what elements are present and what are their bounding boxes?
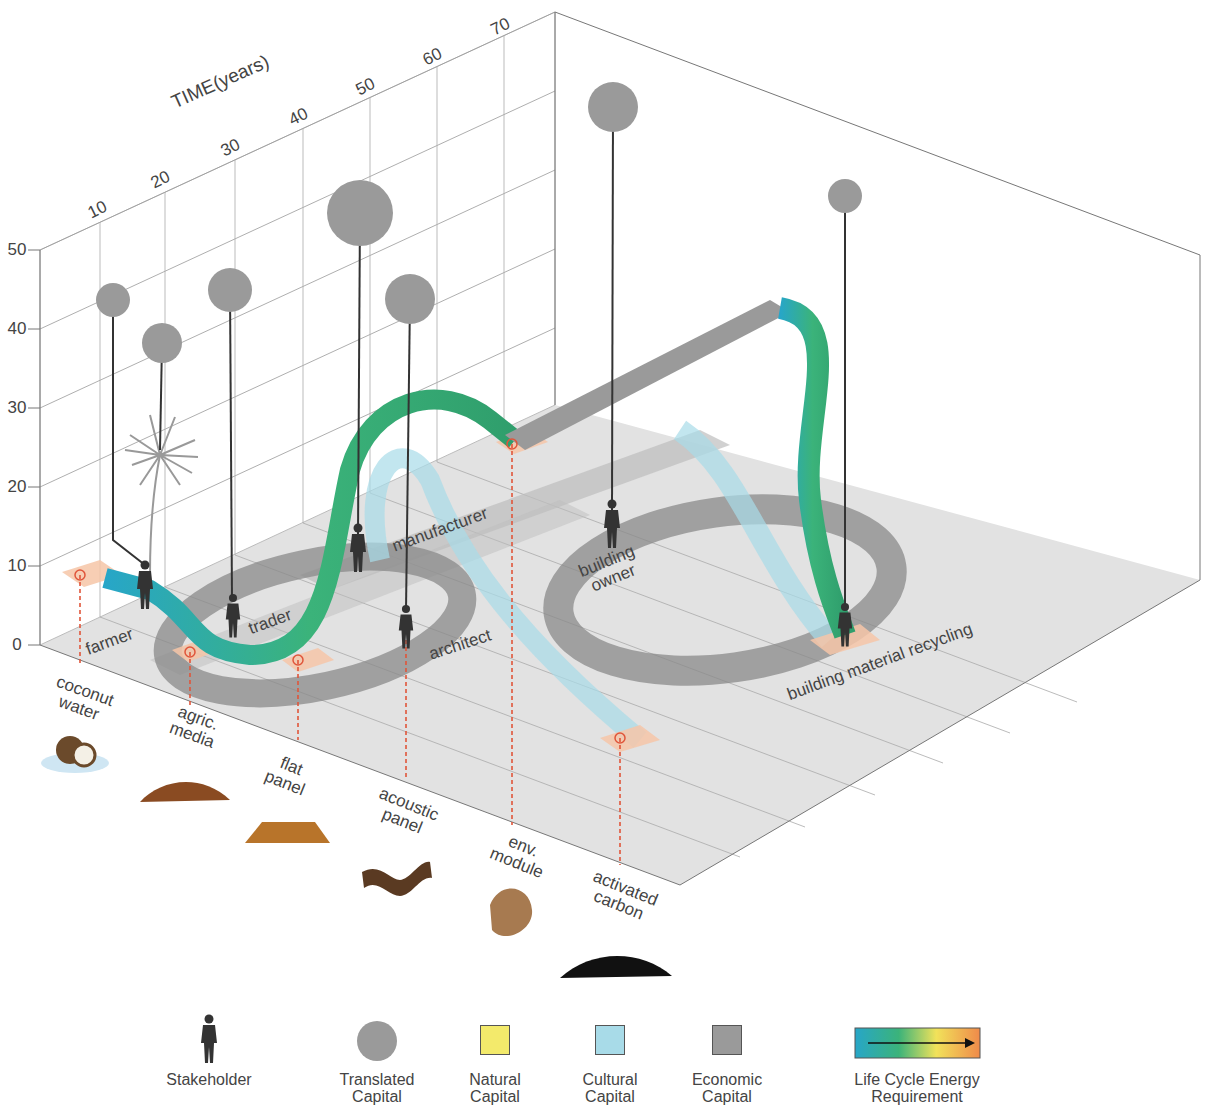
axis-tick: 10 [8,557,27,575]
axis-tick: 20 [148,168,173,192]
legend-swatch [595,1025,625,1055]
product-label: coconut water [43,671,121,728]
axis-tick: 50 [8,241,27,259]
legend-swatch [480,1025,510,1055]
axis-tick: 20 [8,478,27,496]
axis-tick: 30 [8,399,27,417]
axis-tick: 40 [286,105,311,129]
legend-label: Translated Capital [327,1072,427,1106]
legend-label: Cultural Capital [560,1072,660,1106]
axis-tick: 0 [12,636,21,654]
axis-tick: 40 [8,320,27,338]
legend-label: Economic Capital [677,1072,777,1106]
axis-tick: 30 [218,136,243,160]
legend-label: Stakeholder [159,1072,259,1089]
axis-tick: 10 [85,198,110,222]
product-label: flat panel [254,747,323,803]
legend-swatch [712,1025,742,1055]
legend-label: Natural Capital [445,1072,545,1106]
legend-label: Life Cycle Energy Requirement [822,1072,1012,1106]
axis-title: TIME(years) [168,52,272,113]
